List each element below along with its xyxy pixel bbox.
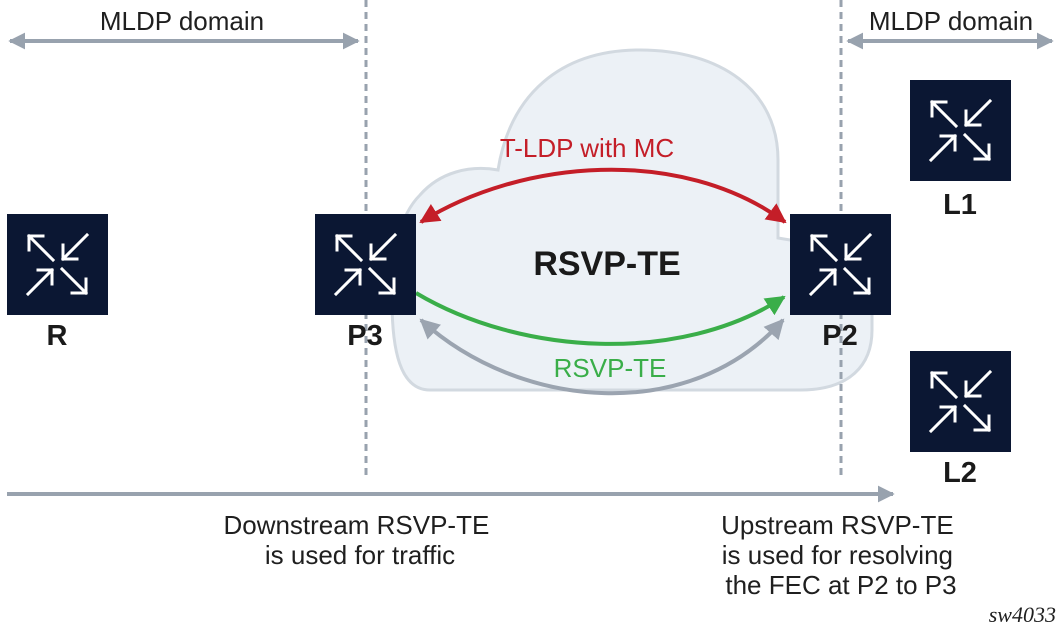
node-p2: [788, 212, 893, 317]
node-l2: [908, 349, 1013, 454]
right-domain-label: MLDP domain: [869, 6, 1033, 36]
tldp-link-arrow: [419, 167, 787, 224]
node-p2-label: P2: [822, 320, 857, 352]
router-icon: [908, 78, 1013, 183]
rsvp-downstream-label: RSVP-TE: [554, 353, 667, 383]
upstream-note: Upstream RSVP-TE is used for resolving t…: [721, 510, 961, 600]
figure-id: sw4033: [989, 602, 1056, 627]
node-r: [5, 212, 110, 317]
router-icon: [908, 349, 1013, 454]
router-icon: [313, 212, 418, 317]
downstream-note-line-1: Downstream RSVP-TE: [223, 510, 489, 540]
router-icon: [5, 212, 110, 317]
upstream-note-line-1: Upstream RSVP-TE: [721, 510, 954, 540]
downstream-note: Downstream RSVP-TE is used for traffic: [223, 510, 496, 570]
node-p3-label: P3: [347, 320, 382, 352]
router-icon: [788, 212, 893, 317]
node-r-label: R: [47, 320, 68, 352]
node-l2-label: L2: [943, 457, 977, 489]
cloud-label: RSVP-TE: [533, 245, 680, 283]
node-l1: [908, 78, 1013, 183]
rsvp-upstream-arrow: [419, 318, 785, 396]
upstream-note-line-2: is used for resolving: [722, 540, 953, 570]
tldp-link-label: T-LDP with MC: [500, 133, 674, 163]
node-l1-label: L1: [943, 189, 977, 221]
downstream-note-line-2: is used for traffic: [265, 540, 455, 570]
upstream-note-line-3: the FEC at P2 to P3: [725, 570, 956, 600]
node-p3: [313, 212, 418, 317]
left-domain-label: MLDP domain: [100, 6, 264, 36]
